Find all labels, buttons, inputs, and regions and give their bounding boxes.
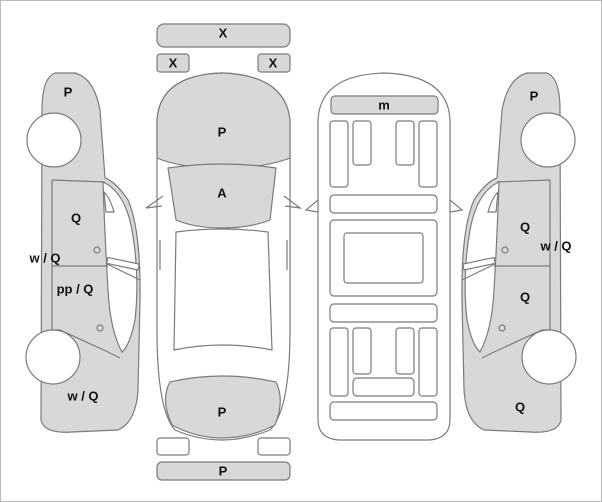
left-side-small-window [103, 190, 115, 213]
rear-bumper-shape [156, 461, 291, 481]
right-front-pillar-label: w / Q [540, 238, 572, 254]
front-bumper-label: X [218, 25, 228, 41]
right-rear-quarter-label: Q [514, 399, 526, 415]
roof-panel-shape [330, 95, 439, 115]
roof-label: m [378, 97, 390, 113]
rear-bench-bar [329, 303, 438, 323]
interior-body-outline [317, 72, 451, 441]
cabin-shape [173, 228, 273, 351]
left-front-pillar-label: w / Q [29, 250, 61, 266]
headlight-left-label: X [168, 55, 178, 71]
dashboard-bar [329, 194, 438, 214]
rear-left-seat-inner [352, 327, 372, 375]
left-headlight-shape [156, 53, 190, 73]
rear-center-seat [352, 377, 415, 397]
cargo-bar [329, 401, 438, 421]
left-front-fender-label: P [63, 84, 73, 100]
right-front-door-seam [496, 179, 551, 183]
top-view [145, 23, 303, 481]
right-rear-door-label: Q [519, 289, 531, 305]
left-mirror-top [145, 195, 164, 209]
right-front-wheel [520, 112, 576, 168]
front-left-seat [329, 120, 349, 188]
right-rear-wheel [521, 329, 577, 385]
right-mirror-top [283, 195, 303, 209]
right-mirror [462, 256, 497, 271]
interior-left-mirror [304, 199, 319, 213]
hood-label: P [217, 124, 227, 140]
front-right-seat-inner [395, 120, 415, 166]
right-side-small-window [487, 190, 499, 213]
interior-right-mirror [449, 199, 464, 213]
headlight-right-label: X [268, 55, 278, 71]
left-mirror-arm [106, 263, 141, 281]
right-side-view [461, 72, 577, 433]
front-left-seat-inner [352, 120, 372, 166]
left-side-view [25, 72, 141, 433]
right-headlight-shape [257, 53, 291, 73]
hood-shape [156, 72, 291, 169]
left-mirror [105, 256, 140, 271]
left-rear-wheel [25, 329, 81, 385]
left-front-door-seam [51, 179, 106, 183]
right-side-glass [464, 181, 500, 353]
windshield-label: A [217, 185, 227, 201]
left-front-wheel [26, 112, 82, 168]
front-bumper-shape [156, 23, 291, 48]
left-rear-quarter-label: w / Q [67, 388, 99, 404]
windshield-shape [167, 163, 277, 229]
rear-right-light-shape [257, 437, 291, 456]
right-front-door-label: Q [519, 219, 531, 235]
left-side-glass [102, 181, 138, 353]
interior-view [304, 72, 464, 441]
left-rear-door-label: pp / Q [56, 281, 94, 297]
left-front-handle-icon [93, 246, 101, 254]
right-rear-handle-icon [498, 324, 506, 332]
front-right-seat [418, 120, 438, 188]
trunk-shape [164, 375, 281, 439]
rear-bumper-label: P [218, 463, 228, 479]
left-rear-handle-icon [96, 324, 104, 332]
rear-left-light-shape [156, 437, 190, 456]
right-front-fender-label: P [529, 88, 539, 104]
right-mirror-arm [461, 263, 496, 281]
center-panel-inner [343, 232, 424, 284]
trunk-label: P [217, 404, 227, 420]
left-front-door-label: Q [70, 210, 82, 226]
right-front-handle-icon [501, 246, 509, 254]
rear-right-seat-inner [395, 327, 415, 375]
center-panel-outer [329, 219, 438, 297]
rear-left-seat [329, 327, 349, 397]
rear-right-seat [418, 327, 438, 397]
